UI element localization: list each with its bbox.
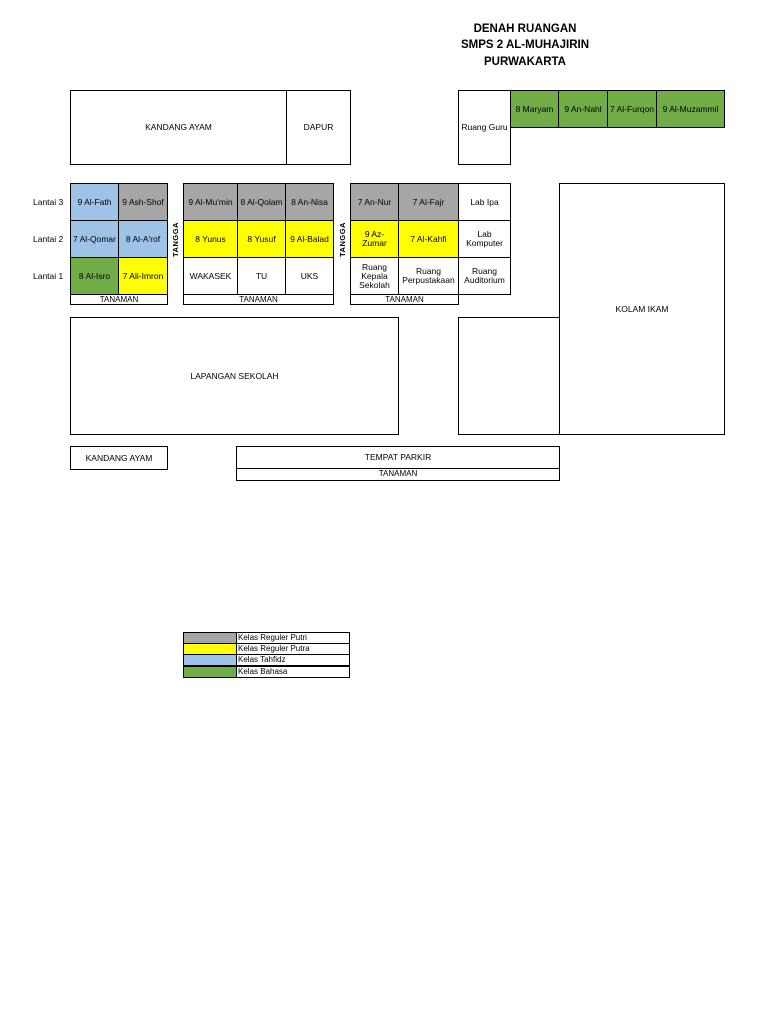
tanaman-strip-parkir: TANAMAN: [236, 469, 560, 481]
class-9-ash-shof: 9 Ash-Shof: [118, 183, 168, 221]
legend-label-bahasa: Kelas Bahasa: [236, 666, 350, 678]
lapangan-sekolah: LAPANGAN SEKOLAH: [70, 317, 399, 435]
class-8-an-nisa: 8 An-Nisa: [285, 183, 334, 221]
tempat-parkir: TEMPAT PARKIR: [236, 446, 560, 469]
stair-2: TANGGA: [335, 183, 349, 295]
class-9-al-muzammil: 9 Al-Muzammil: [656, 90, 725, 128]
class-8-al-isro: 8 Al-Isro: [70, 257, 119, 295]
class-7-al-qomar: 7 Al-Qomar: [70, 220, 119, 258]
floor-label-lantai-2: Lantai 2: [33, 233, 64, 244]
stair-1-label: TANGGA: [170, 221, 180, 257]
class-7-al-furqon: 7 Al-Furqon: [607, 90, 657, 128]
class-8-maryam: 8 Maryam: [510, 90, 559, 128]
class-8-al-arof: 8 Al-A'rof: [118, 220, 168, 258]
floor-label-lantai-3: Lantai 3: [33, 196, 64, 207]
class-7-al-fajr: 7 Al-Fajr: [398, 183, 459, 221]
legend-swatch-bahasa: [183, 666, 237, 678]
room-wakasek: WAKASEK: [183, 257, 238, 295]
room-lab-ipa: Lab Ipa: [458, 183, 511, 221]
class-8-yusuf: 8 Yusuf: [237, 220, 286, 258]
room-lab-komputer: Lab Komputer: [458, 220, 511, 258]
class-9-an-nahl: 9 An-Nahl: [558, 90, 608, 128]
room-auditorium: Ruang Auditorium: [458, 257, 511, 295]
kandang-ayam-bottom: KANDANG AYAM: [70, 446, 168, 470]
empty-area: [458, 317, 560, 435]
class-9-al-fath: 9 Al-Fath: [70, 183, 119, 221]
class-8-yunus: 8 Yunus: [183, 220, 238, 258]
dapur: DAPUR: [286, 90, 351, 165]
map-title-line1: DENAH RUANGAN: [473, 23, 577, 35]
room-uks: UKS: [285, 257, 334, 295]
tanaman-strip-a: TANAMAN: [70, 295, 168, 305]
floor-label-lantai-1: Lantai 1: [33, 270, 64, 281]
class-9-az-zumar: 9 Az-Zumar: [350, 220, 399, 258]
kolam-ikan: KOLAM IKAM: [559, 183, 725, 435]
room-kepala-sekolah: Ruang Kepala Sekolah: [350, 257, 399, 295]
class-7-an-nur: 7 An-Nur: [350, 183, 399, 221]
class-9-al-balad: 9 Al-Balad: [285, 220, 334, 258]
class-9-al-mumin: 9 Al-Mu'min: [183, 183, 238, 221]
legend-label-tahfidz: Kelas Tahfidz: [236, 654, 350, 666]
stair-2-label: TANGGA: [337, 221, 347, 257]
room-perpustakaan: Ruang Perpustakaan: [398, 257, 459, 295]
room-tu: TU: [237, 257, 286, 295]
ruang-guru: Ruang Guru: [458, 90, 511, 165]
tanaman-strip-c: TANAMAN: [350, 295, 459, 305]
map-title-line2: SMPS 2 AL-MUHAJIRIN: [461, 39, 589, 51]
class-8-al-qolam: 8 Al-Qolam: [237, 183, 286, 221]
tanaman-strip-b: TANAMAN: [183, 295, 334, 305]
class-7-al-kahfi: 7 Al-Kahfi: [398, 220, 459, 258]
legend-swatch-tahfidz: [183, 654, 237, 666]
map-title-line3: PURWAKARTA: [484, 56, 566, 68]
class-7-ali-imron: 7 Ali-Imron: [118, 257, 168, 295]
stair-1: TANGGA: [168, 183, 182, 295]
kandang-ayam-top: KANDANG AYAM: [70, 90, 287, 165]
